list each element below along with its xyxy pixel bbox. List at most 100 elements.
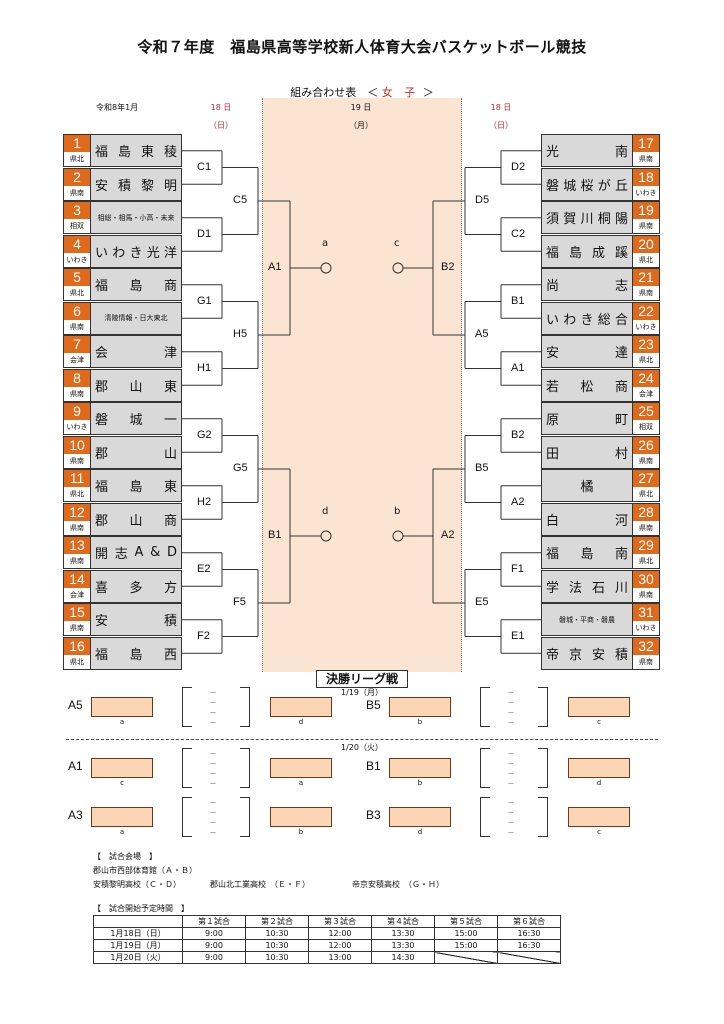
school-name: 学法石川 (541, 569, 632, 603)
school-name: いわき光洋 (91, 234, 182, 268)
team-score-box[interactable] (91, 758, 153, 778)
schedule-cell: 15:00 (434, 927, 498, 940)
seed-region: 県北 (633, 353, 659, 367)
team-score-box[interactable] (270, 758, 332, 778)
final-slot-label: b (394, 506, 401, 517)
score-dash: － (507, 760, 515, 768)
seed-number: 12 (64, 503, 90, 521)
score-bracket-right (240, 797, 250, 837)
venue-line2-a: 安積黎明高校（Ｃ・Ｄ） (93, 880, 181, 889)
school-name-char: 安 (95, 178, 109, 194)
school-name-char: い (546, 312, 560, 328)
seed-region: 県南 (633, 286, 659, 300)
match-label: G5 (233, 462, 248, 474)
school-name-char: 成 (591, 245, 605, 261)
school-name: 磐城桜が丘 (541, 167, 632, 201)
seed-number: 32 (633, 637, 659, 655)
school-name-char: 方 (163, 580, 177, 596)
seed-number: 16 (64, 637, 90, 655)
team-score-box[interactable] (270, 697, 332, 717)
schedule-cell-empty (497, 951, 561, 964)
score-bracket-left (480, 687, 490, 727)
seed-region: 県北 (64, 487, 90, 501)
school-name-char: 合 (614, 312, 628, 328)
right-day-weekday: （日） (489, 121, 513, 130)
school-name-char: 島 (129, 279, 143, 294)
school-name-char: わ (112, 245, 126, 261)
schedule-cell: 1月18日（日） (93, 927, 183, 940)
team-slot-label: d (596, 779, 602, 787)
school-name-char: わ (563, 312, 577, 328)
page-title: 令和７年度 福島県高等学校新人体育大会バスケットボール競技 (137, 38, 587, 56)
day-separator (66, 739, 658, 740)
score-dash: － (209, 719, 217, 727)
school-name-char: 尚 (546, 279, 560, 294)
school-name-char: 島 (129, 480, 143, 495)
venue-line2-b: 郡山北工業高校 （Ｅ・Ｆ） (210, 880, 310, 889)
school-name-char: 川 (614, 580, 628, 596)
schedule-header-cell: 第６試合 (497, 915, 561, 928)
venue-line2-c: 帝京安積高校 （Ｇ・Ｈ） (352, 880, 444, 889)
seed-region: 県南 (633, 520, 659, 535)
team-score-box[interactable] (389, 697, 451, 717)
school-name: 田村 (541, 435, 632, 469)
subtitle-prefix: 組み合わせ表 ＜ (290, 86, 379, 99)
school-name-char: 須 (546, 212, 560, 227)
school-name-char: 商 (163, 279, 177, 294)
team-score-box[interactable] (568, 758, 630, 778)
school-name-char: 積 (614, 647, 628, 663)
team-score-box[interactable] (389, 758, 451, 778)
team-score-box[interactable] (91, 807, 153, 827)
team-score-box[interactable] (568, 697, 630, 717)
school-name: 尚志 (541, 268, 632, 301)
school-name-char: 陽 (614, 212, 628, 227)
school-name-char: D (166, 545, 177, 560)
match-label: A1 (268, 261, 282, 273)
left-day-date: 18 日 (210, 103, 232, 112)
schedule-cell: 16:30 (497, 927, 561, 940)
seed-region: いわき (64, 420, 90, 434)
schedule-header-cell: 第１試合 (182, 915, 246, 928)
team-score-box[interactable] (389, 807, 451, 827)
score-dash: － (507, 829, 515, 837)
school-name-char: 山 (129, 379, 143, 395)
team-score-box[interactable] (91, 697, 153, 717)
match-label: F1 (511, 562, 524, 575)
school-name: 若松商 (541, 368, 632, 402)
left-day-weekday: （日） (209, 121, 233, 130)
seed-region: いわき (64, 252, 90, 267)
seed-region: 県北 (633, 487, 659, 501)
final-slot-circle (392, 530, 404, 542)
school-name: 福島西 (91, 636, 182, 670)
school-name: 福島東稜 (91, 134, 182, 167)
match-label: F2 (197, 629, 210, 642)
seed-number: 24 (633, 369, 659, 387)
team-score-box[interactable] (270, 807, 332, 827)
right-day-date: 18 日 (490, 103, 512, 112)
school-name-char: 東 (140, 145, 154, 160)
schedule-cell: 9:00 (182, 939, 246, 952)
seed-number: 11 (64, 470, 90, 487)
team-score-box[interactable] (568, 807, 630, 827)
school-name-char: 郡 (95, 513, 109, 529)
team-slot-label: a (298, 779, 304, 787)
team-slot-label: c (597, 828, 601, 836)
schedule-header-cell: 第２試合 (245, 915, 309, 928)
